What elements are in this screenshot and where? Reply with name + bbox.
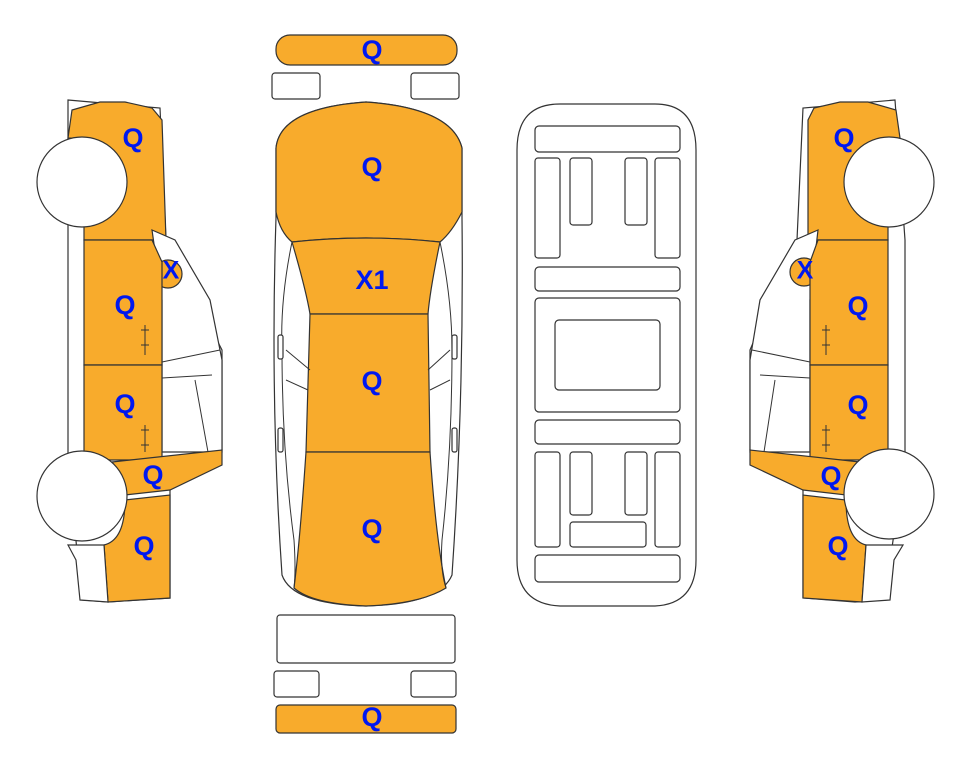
- windshield-label: X1: [355, 265, 388, 295]
- left-quarter-label: Q: [133, 531, 154, 561]
- trunk-label: Q: [361, 514, 382, 544]
- right-rear-quarter-panel[interactable]: [802, 494, 867, 603]
- rear-right-light: [410, 670, 457, 698]
- right-rear-tip: [861, 544, 905, 603]
- top-view: Q Q X1 Q Q Q: [271, 34, 463, 734]
- left-front-door-handle: [141, 325, 149, 355]
- right-rear-wheel: [843, 448, 935, 540]
- right-front-wheel: [843, 136, 935, 228]
- left-front-door-label: Q: [114, 290, 135, 320]
- right-rear-door-handle: [822, 425, 830, 452]
- rear-left-light: [273, 670, 320, 698]
- left-window-label: X: [163, 257, 180, 285]
- left-rear-handle: [277, 427, 284, 453]
- right-mirror: [451, 334, 458, 360]
- underside-rear-slot-left: [569, 451, 593, 516]
- rear-bumper-panel[interactable]: [275, 704, 457, 734]
- right-front-door-handle: [822, 325, 830, 355]
- left-rocker-label: Q: [142, 460, 163, 490]
- right-window-glass-line: [751, 349, 811, 453]
- front-right-light: [410, 72, 460, 100]
- right-side-view: Q X Q Q Q Q: [749, 99, 935, 603]
- left-side-view: Q X Q Q Q Q: [36, 99, 223, 603]
- underside-front-slot-right: [624, 157, 648, 226]
- right-rear-door-label: Q: [847, 390, 868, 420]
- front-bumper-panel[interactable]: [275, 34, 458, 66]
- right-rocker-label: Q: [820, 461, 841, 491]
- left-mirror: [277, 334, 284, 360]
- front-left-light: [271, 72, 321, 100]
- underside-front-slot-left: [569, 157, 593, 226]
- roof-label: Q: [361, 366, 382, 396]
- front-bumper-label: Q: [361, 35, 382, 65]
- hood-label: Q: [361, 152, 382, 182]
- right-quarter-label: Q: [827, 531, 848, 561]
- underside-rear-beam: [534, 554, 681, 583]
- right-front-door-panel[interactable]: [809, 239, 889, 366]
- underside-left-rail-front: [534, 157, 561, 259]
- underside-left-rail-rear: [534, 451, 561, 548]
- right-side-glass: [439, 241, 453, 589]
- right-fender-label: Q: [833, 123, 854, 153]
- left-front-tip: [67, 544, 109, 603]
- underside-rear-slot-right: [624, 451, 648, 516]
- right-front-door-label: Q: [847, 291, 868, 321]
- left-rear-wheel: [36, 450, 128, 542]
- right-pillar: [427, 349, 451, 391]
- left-front-door-panel[interactable]: [83, 239, 163, 366]
- rear-window-panel: [276, 614, 456, 664]
- underside-crossmember-2: [534, 419, 681, 445]
- right-rear-handle: [451, 427, 458, 453]
- underside-front-beam: [534, 125, 681, 153]
- left-rear-quarter-panel[interactable]: [103, 494, 171, 603]
- trunk-panel[interactable]: [293, 451, 447, 607]
- underside-right-rail-front: [654, 157, 681, 259]
- left-fender-label: Q: [122, 123, 143, 153]
- underside-right-rail-rear: [654, 451, 681, 548]
- left-front-wheel: [36, 136, 128, 228]
- rear-bumper-label: Q: [361, 702, 382, 732]
- underside-view: [516, 103, 697, 607]
- underside-floor-center: [554, 319, 661, 391]
- right-window-label: X: [797, 257, 814, 285]
- left-side-glass: [281, 241, 296, 589]
- windshield-panel[interactable]: [291, 237, 441, 315]
- left-rear-door-handle: [141, 425, 149, 452]
- left-window-glass-line: [161, 349, 221, 453]
- underside-crossmember-1: [534, 266, 681, 292]
- left-pillar: [285, 349, 311, 391]
- left-rear-door-label: Q: [114, 389, 135, 419]
- underside-rear-box: [569, 521, 647, 548]
